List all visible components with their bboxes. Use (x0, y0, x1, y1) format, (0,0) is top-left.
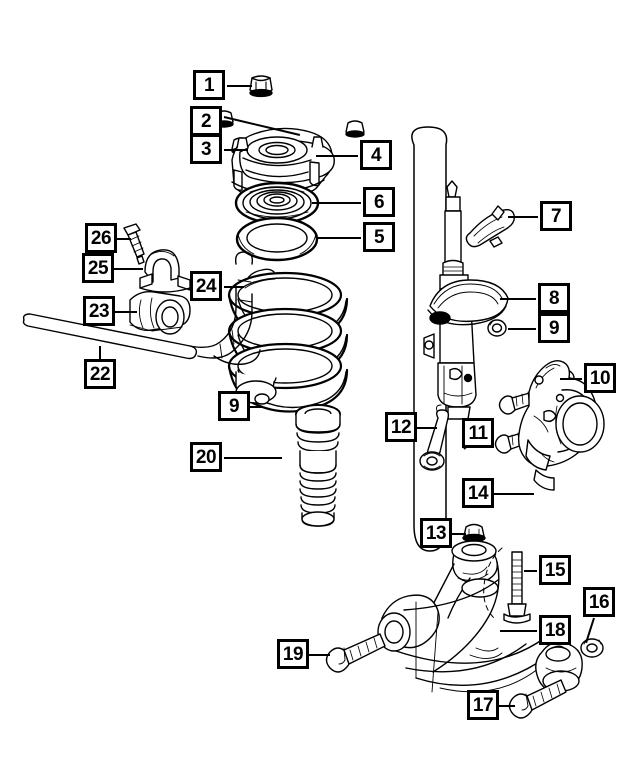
callout-upper-spring-seat-bearing[interactable]: 6 (363, 187, 395, 217)
part-ball-joint-nut-art (462, 523, 486, 543)
leader-line-stabilizer-bar (99, 346, 101, 360)
leader-line-stabilizer-bar-link (417, 427, 437, 429)
part-jounce-bumper-art (295, 404, 341, 527)
callout-knuckle-mounting-nut[interactable]: 10 (584, 363, 616, 393)
part-front-coil-spring-art (227, 268, 349, 413)
part-stabilizer-clamp-bolt-art (123, 223, 145, 265)
leader-line-strut-mount-washer (224, 149, 248, 151)
part-strut-mount-nut-art (249, 75, 273, 98)
part-upper-spring-seat-art (234, 181, 320, 225)
leader-line-front-coil-spring (224, 286, 244, 288)
callout-stabilizer-bar-clamp[interactable]: 25 (82, 253, 114, 283)
callout-strut-mount-stud-nut[interactable]: 2 (190, 106, 222, 136)
callout-jounce-bumper-dust-shield[interactable]: 20 (190, 442, 222, 472)
callout-control-arm-front-bolt[interactable]: 19 (277, 639, 309, 669)
part-steering-knuckle-art (517, 359, 605, 491)
leader-line-strut-bracket-clamp (508, 216, 538, 218)
leader-line-stabilizer-link-nut (250, 406, 262, 408)
leader-line-strut-mount-nut (227, 85, 252, 87)
leader-line-jounce-bumper-dust-shield (224, 457, 282, 459)
leader-line-strut-spring-seat (500, 298, 536, 300)
callout-strut-bracket-clamp[interactable]: 7 (540, 201, 572, 231)
callout-stabilizer-bar-link[interactable]: 12 (385, 412, 417, 442)
part-spring-seat-isolator-art (235, 216, 319, 262)
callout-stabilizer-bar-bushing[interactable]: 23 (83, 296, 115, 326)
leader-line-control-arm-rear-bolt (499, 705, 515, 707)
leader-line-stabilizer-bar-clamp (114, 268, 143, 270)
leader-line-control-arm-front-bolt (309, 654, 330, 656)
leader-line-knuckle-mounting-nut (560, 378, 582, 380)
part-stabilizer-bar-clamp-art (139, 249, 191, 293)
leader-line-ball-joint-nut (452, 533, 466, 535)
part-stabilizer-bar-bushing-art (129, 290, 191, 335)
callout-strut-mount-assembly[interactable]: 4 (360, 140, 392, 170)
callout-strut-mount-nut[interactable]: 1 (193, 70, 225, 100)
callout-ball-joint-nut[interactable]: 13 (420, 518, 452, 548)
callout-stabilizer-clamp-bolt[interactable]: 26 (85, 223, 117, 253)
part-control-arm-bushing-bolt-art (483, 547, 531, 624)
part-control-arm-front-bolt-art (325, 633, 386, 673)
callout-stabilizer-bar[interactable]: 22 (84, 359, 116, 389)
callout-strut-to-knuckle-bolt[interactable]: 11 (462, 418, 494, 448)
leader-line-strut-mount-assembly (316, 155, 358, 157)
leader-line-stabilizer-clamp-bolt (117, 238, 131, 240)
callout-front-coil-spring[interactable]: 24 (190, 271, 222, 301)
leader-line-upper-spring-seat-bearing (312, 202, 361, 204)
leader-line-stabilizer-link-nut (508, 328, 536, 330)
callout-steering-knuckle[interactable]: 14 (462, 478, 494, 508)
part-lower-control-arm-art (377, 540, 583, 693)
leader-line-stabilizer-bar-bushing (115, 311, 137, 313)
part-stabilizer-link-nut-right-art (487, 319, 507, 337)
part-stabilizer-bar-link-art (419, 404, 450, 471)
callout-control-arm-bushing-bolt[interactable]: 15 (539, 555, 571, 585)
callout-control-arm-bolt-shank[interactable]: 18 (539, 615, 571, 645)
callout-ball-joint-retainer-nut[interactable]: 16 (583, 587, 615, 617)
part-control-arm-rear-bolt-art (508, 679, 567, 719)
part-strut-mount-assembly-art (231, 127, 335, 195)
callout-strut-spring-seat[interactable]: 8 (538, 283, 570, 313)
callout-strut-mount-washer[interactable]: 3 (190, 134, 222, 164)
leader-line-steering-knuckle (494, 493, 534, 495)
part-strut-assembly-art (423, 180, 509, 420)
callout-control-arm-rear-bolt[interactable]: 17 (467, 690, 499, 720)
callout-stabilizer-link-nut[interactable]: 9 (218, 391, 250, 421)
callout-spring-seat-isolator[interactable]: 5 (363, 222, 395, 252)
part-strut-bracket-clamp-art (465, 205, 516, 248)
part-ball-joint-retainer-nut-art (580, 638, 604, 658)
leader-line-control-arm-bolt-shank (500, 630, 537, 632)
leader-line-control-arm-bushing-bolt (524, 570, 537, 572)
leader-line-spring-seat-isolator (316, 237, 361, 239)
callout-stabilizer-link-nut[interactable]: 9 (538, 313, 570, 343)
